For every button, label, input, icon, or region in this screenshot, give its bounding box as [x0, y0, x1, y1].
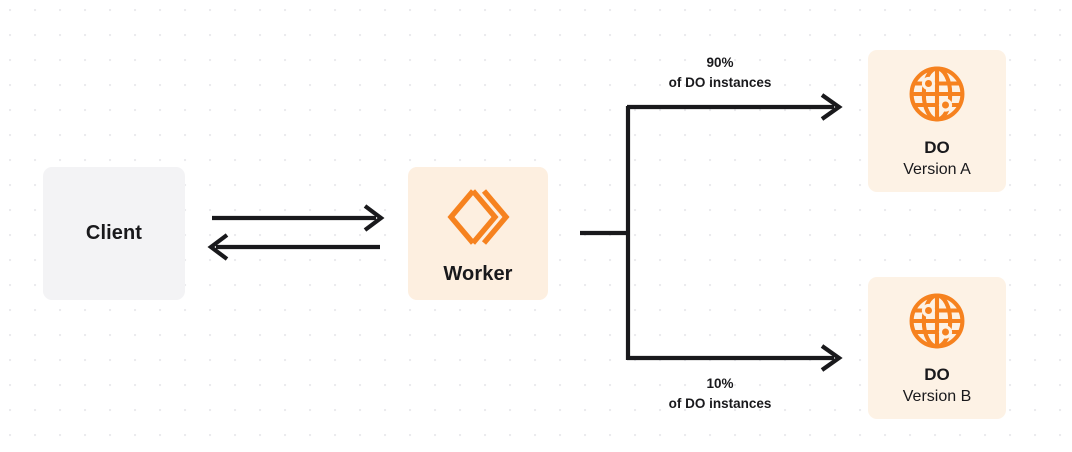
do-a-subtitle: Version A: [903, 161, 971, 179]
edge-worker-to-do-b: [627, 344, 843, 372]
edge-label-do-b-description: of DO instances: [668, 395, 772, 411]
worker-label: Worker: [443, 263, 513, 285]
edge-label-do-b-percent: 10%: [706, 376, 734, 391]
edge-client-to-worker: [212, 204, 385, 232]
edge-label-do-a-percent: 90%: [706, 55, 734, 70]
edge-branch-trunk: [580, 106, 631, 360]
node-do-version-b[interactable]: DO Version B: [868, 277, 1006, 419]
client-label: Client: [85, 222, 143, 244]
edge-worker-to-client: [207, 233, 380, 261]
edge-label-do-b: 10% of DO instances: [610, 374, 830, 413]
edge-label-do-a: 90% of DO instances: [610, 53, 830, 92]
globe-icon: [908, 65, 966, 123]
node-client[interactable]: Client: [43, 167, 185, 300]
edge-label-do-a-description: of DO instances: [668, 74, 772, 90]
edge-worker-to-do-a: [627, 93, 843, 121]
node-worker[interactable]: Worker: [408, 167, 548, 300]
node-do-version-a[interactable]: DO Version A: [868, 50, 1006, 192]
do-a-title: DO: [924, 137, 950, 157]
do-b-subtitle: Version B: [902, 388, 972, 406]
globe-icon: [908, 292, 966, 350]
cloudflare-workers-icon: [446, 187, 510, 247]
do-b-title: DO: [924, 364, 950, 384]
